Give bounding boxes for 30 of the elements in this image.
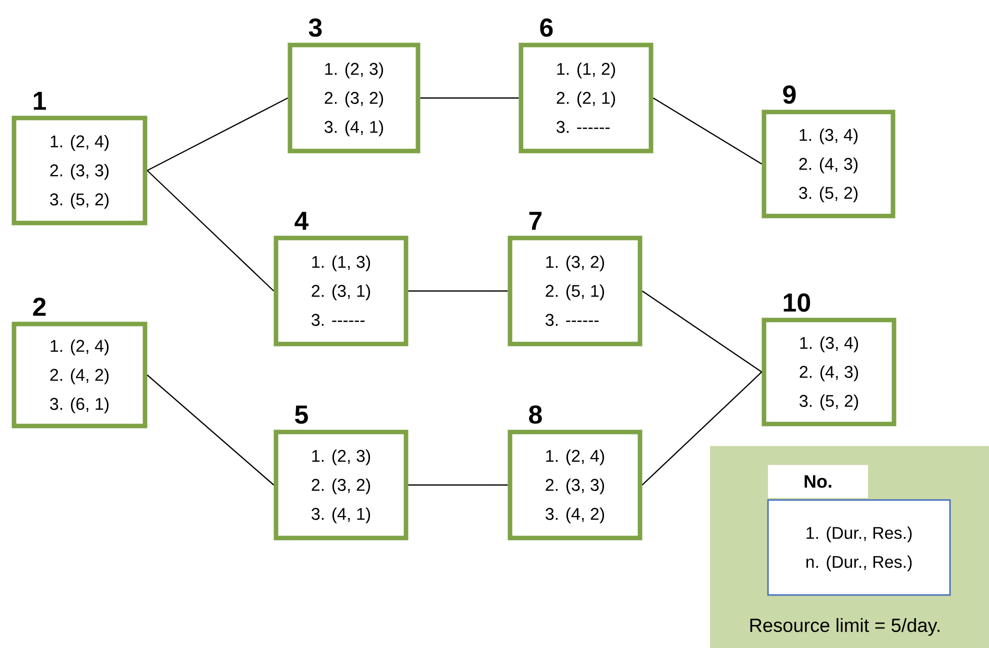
activity-box: 1. (2, 3) 2. (3, 2) 3. (4, 1) (288, 42, 420, 154)
node-number: 5 (295, 406, 308, 424)
node-number: 2 (33, 298, 46, 316)
activity-box: 1. (3, 4) 2. (4, 3) 3. (5, 2) (762, 318, 896, 426)
node-number: 4 (294, 212, 309, 230)
connector-line (146, 97, 288, 172)
node-number: 6 (540, 18, 553, 37)
node-number: 8 (529, 405, 542, 424)
connector-line (642, 290, 762, 372)
activity-box: 1. (3, 4) 2. (4, 3) 3. (5, 2) (762, 110, 896, 218)
connector-line (146, 170, 274, 292)
connector-line (408, 484, 508, 486)
activity-box: 1. (2, 3) 2. (3, 2) 3. (4, 1) (274, 430, 408, 540)
node-number: 9 (783, 85, 796, 104)
activity-box: 1. (1, 2) 2. (2, 1) 3. ------ (518, 42, 654, 154)
activity-box: 1. (1, 3) 2. (3, 1) 3. ------ (274, 236, 408, 346)
activity-box: 1. (2, 4) 2. (3, 3) 3. (4, 2) (508, 430, 642, 540)
connector-line (146, 374, 274, 486)
connector-line (408, 290, 508, 292)
activity-box: 1. (2, 4) 2. (3, 3) 3. (5, 2) (12, 116, 148, 226)
node-number: 7 (529, 212, 542, 230)
header-tab: No. (768, 465, 868, 498)
connector-line (642, 372, 762, 486)
node-number: 10 (784, 293, 810, 312)
activity-box: 1. (2, 4) 2. (4, 2) 3. (6, 1) (12, 322, 148, 428)
node-number: 1 (34, 92, 46, 110)
activity-box: 1. (3, 2) 2. (5, 1) 3. ------ (508, 236, 642, 346)
node-number: 3 (308, 18, 322, 37)
connector-line (420, 97, 519, 99)
connector-line (652, 97, 762, 165)
